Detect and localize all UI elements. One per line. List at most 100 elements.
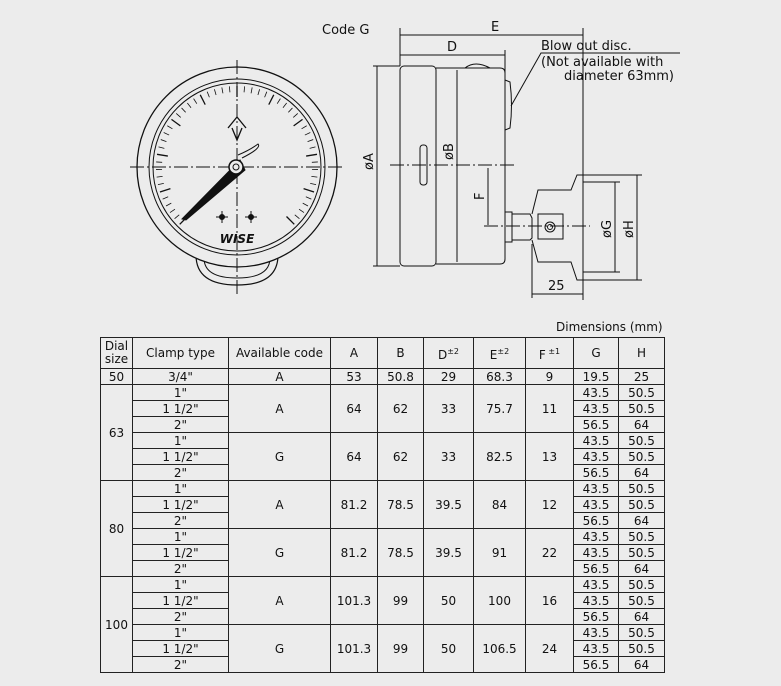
code-cell: G (228, 432, 331, 481)
a-cell: 81.2 (330, 528, 378, 577)
dial-tick (167, 125, 173, 130)
f-cell: 24 (525, 624, 574, 673)
g-cell: 43.5 (573, 400, 619, 417)
header-d-label: D (437, 347, 448, 362)
clamp-type-cell: 1 1/2" (132, 544, 229, 561)
g-cell: 43.5 (573, 496, 619, 513)
dial-tick (264, 91, 268, 98)
dimensions-table: Dial size Clamp type Available code A B … (100, 337, 665, 673)
h-cell: 64 (618, 608, 665, 625)
note-line-3: diameter 63mm) (564, 69, 674, 84)
header-available-code: Available code (228, 337, 331, 369)
e-cell: 106.5 (473, 624, 526, 673)
dial-tick (304, 132, 311, 136)
dial-size-cell: 80 (100, 480, 133, 577)
clamp-type-cell: 2" (132, 560, 229, 577)
code-cell: A (228, 368, 331, 385)
b-cell: 99 (377, 624, 424, 673)
h-cell: 64 (618, 464, 665, 481)
dial-tick (250, 87, 253, 94)
g-cell: 56.5 (573, 464, 619, 481)
dial-size-cell: 100 (100, 576, 133, 673)
header-d: D±2 (423, 337, 474, 369)
h-cell: 64 (618, 560, 665, 577)
dial-tick (156, 153, 168, 157)
screw-icons (216, 211, 257, 223)
e-cell: 100 (473, 576, 526, 625)
h-cell: 50.5 (618, 448, 665, 465)
table-header-row: Dial size Clamp type Available code A B … (100, 337, 665, 369)
clamp-type-cell: 1 1/2" (132, 592, 229, 609)
h-cell: 50.5 (618, 544, 665, 561)
dial-tick (228, 86, 231, 93)
e-cell: 84 (473, 480, 526, 529)
clamp-type-cell: 2" (132, 464, 229, 481)
dial-tick (257, 89, 260, 96)
clamp-type-cell: 1 1/2" (132, 640, 229, 657)
g-cell: 43.5 (573, 624, 619, 641)
g-cell: 43.5 (573, 592, 619, 609)
gauge-front-view: WISE (130, 60, 344, 295)
clamp-type-cell: 1" (132, 384, 229, 401)
g-cell: 56.5 (573, 512, 619, 529)
note-line-1: Blow out disc. (541, 39, 632, 54)
clamp-type-cell: 2" (132, 512, 229, 529)
b-cell: 50.8 (377, 368, 424, 385)
clamp-type-cell: 2" (132, 608, 229, 625)
dial-tick (163, 132, 170, 136)
g-cell: 43.5 (573, 432, 619, 449)
g-cell: 56.5 (573, 416, 619, 433)
dial-tick (309, 146, 316, 149)
dial-tick (307, 139, 314, 142)
dial-tick (162, 196, 169, 200)
d-cell: 39.5 (423, 528, 474, 577)
header-clamp-type: Clamp type (132, 337, 229, 369)
dial-size-cell: 63 (100, 384, 133, 481)
f-cell: 13 (525, 432, 574, 481)
dim-label-25: 25 (548, 279, 565, 294)
h-cell: 50.5 (618, 480, 665, 497)
dial-tick (243, 86, 246, 93)
g-cell: 56.5 (573, 608, 619, 625)
dial-tick (159, 188, 171, 193)
f-cell: 12 (525, 480, 574, 529)
g-cell: 43.5 (573, 528, 619, 545)
gauge-side-view: Code G E D øA øB F øG øH 25 Blow out dis… (322, 20, 680, 300)
dial-size-cell: 50 (100, 368, 133, 385)
dial-tick (310, 182, 317, 186)
h-cell: 50.5 (618, 400, 665, 417)
g-cell: 43.5 (573, 384, 619, 401)
code-cell: G (228, 624, 331, 673)
dial-tick (169, 208, 176, 213)
logo-icon (227, 115, 247, 142)
e-cell: 91 (473, 528, 526, 577)
b-cell: 99 (377, 576, 424, 625)
b-cell: 78.5 (377, 480, 424, 529)
dial-tick (158, 146, 165, 149)
header-dial-size: Dial size (100, 337, 133, 369)
dial-tick (175, 113, 182, 118)
clamp-type-cell: 1 1/2" (132, 448, 229, 465)
header-b: B (377, 337, 424, 369)
header-d-tolerance: ±2 (447, 346, 460, 356)
f-cell: 22 (525, 528, 574, 577)
h-cell: 64 (618, 656, 665, 673)
g-cell: 56.5 (573, 656, 619, 673)
dial-tick (174, 214, 180, 219)
code-cell: G (228, 528, 331, 577)
dial-tick (157, 182, 164, 186)
clamp-type-cell: 3/4" (132, 368, 229, 385)
dial-tick (306, 153, 318, 157)
d-cell: 39.5 (423, 480, 474, 529)
units-label: Dimensions (mm) (556, 320, 663, 334)
b-cell: 78.5 (377, 528, 424, 577)
dim-label-b: øB (442, 143, 457, 160)
dim-label-f: F (473, 193, 488, 200)
